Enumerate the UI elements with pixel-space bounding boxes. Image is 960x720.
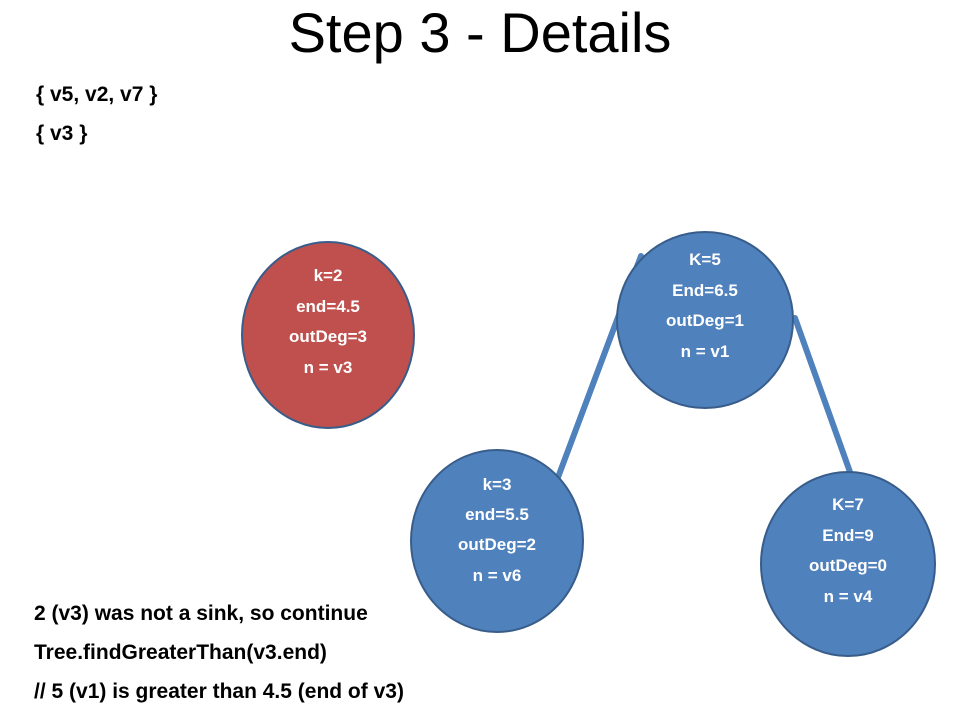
node-v1-line-1: K=5 <box>689 250 721 269</box>
node-v4-line-4: n = v4 <box>824 587 873 606</box>
node-v3-line-2: end=4.5 <box>296 297 360 316</box>
node-v3: k=2 end=4.5 outDeg=3 n = v3 <box>241 241 415 429</box>
node-v1-line-4: n = v1 <box>681 342 730 361</box>
node-v4-line-2: End=9 <box>822 526 874 545</box>
note-line-2: Tree.findGreaterThan(v3.end) <box>34 641 327 664</box>
set-line-2: { v3 } <box>36 122 88 145</box>
node-v6-line-4: n = v6 <box>473 566 522 585</box>
node-v6-line-2: end=5.5 <box>465 505 529 524</box>
node-v4: K=7 End=9 outDeg=0 n = v4 <box>760 471 936 657</box>
edge-v1-v4 <box>792 315 853 475</box>
node-v1-line-3: outDeg=1 <box>666 311 744 330</box>
node-v1-line-2: End=6.5 <box>672 281 738 300</box>
node-v6-line-1: k=3 <box>483 475 512 494</box>
node-v4-line-1: K=7 <box>832 495 864 514</box>
node-v3-line-4: n = v3 <box>304 358 353 377</box>
node-v6: k=3 end=5.5 outDeg=2 n = v6 <box>410 449 584 633</box>
page-title: Step 3 - Details <box>288 1 672 64</box>
note-line-3: // 5 (v1) is greater than 4.5 (end of v3… <box>34 680 404 703</box>
node-v1: K=5 End=6.5 outDeg=1 n = v1 <box>616 231 794 409</box>
node-v6-line-3: outDeg=2 <box>458 535 536 554</box>
set-line-1: { v5, v2, v7 } <box>36 83 158 106</box>
node-v4-line-3: outDeg=0 <box>809 556 887 575</box>
node-v3-line-1: k=2 <box>314 266 343 285</box>
note-line-1: 2 (v3) was not a sink, so continue <box>34 602 368 625</box>
node-v3-line-3: outDeg=3 <box>289 327 367 346</box>
